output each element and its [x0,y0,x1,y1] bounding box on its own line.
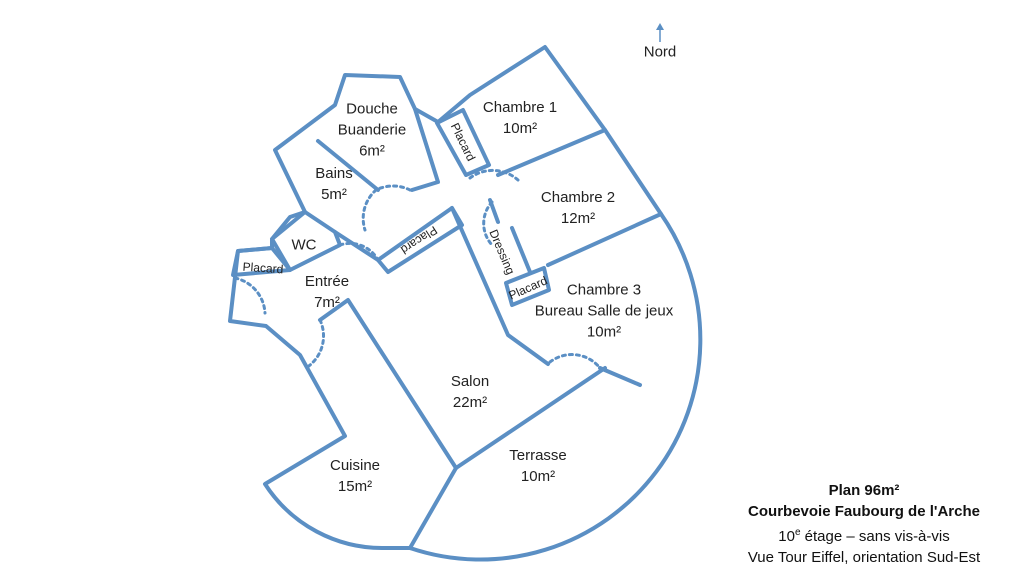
north-arrow-icon [656,23,664,42]
door-swing-douche [374,184,412,192]
wall-terrasse-cuisine [408,466,458,550]
room-cuisine-area: 15m² [337,478,373,495]
exterior-wall [228,45,703,562]
room-chambre1-label: Chambre 1 10m² [483,97,557,139]
room-salon-name: Salon [450,373,490,390]
placard-entree-label: Placard [242,259,284,277]
room-bains-area: 5m² [321,186,347,203]
room-chambre3-label: Chambre 3 Bureau Salle de jeux 10m² [535,280,673,343]
room-chambre3-subtitle: Bureau Salle de jeux [534,302,674,320]
room-chambre3-name: Chambre 3 [566,281,642,299]
room-douche-line2: Buanderie [337,121,407,139]
wall-chambre1-chambre2 [496,128,607,177]
wall-chambre3-terrasse [598,366,642,387]
door-swing-bains [361,188,378,232]
room-entree-area: 7m² [314,294,340,311]
room-bains-name: Bains [315,165,353,182]
plan-caption: Plan 96m² Courbevoie Faubourg de l'Arche… [718,480,1010,568]
caption-title: Plan 96m² [828,482,900,499]
room-cuisine-label: Cuisine 15m² [330,455,380,497]
door-swing-hall [338,241,380,262]
placard-chambre3-outline [504,266,551,307]
wall-corridor-salon [450,206,550,366]
room-chambre1-name: Chambre 1 [482,99,558,116]
door-swing-chambre2 [482,200,494,247]
wall-chambre2-chambre3 [546,212,663,267]
room-douche-line1: Douche [346,100,398,118]
caption-view: Vue Tour Eiffel, orientation Sud-Est [747,549,981,566]
dressing-outline [510,226,532,274]
room-entree-name: Entrée [304,273,350,290]
room-douche-area: 6m² [359,142,385,160]
room-terrasse-area: 10m² [520,468,556,485]
room-cuisine-name: Cuisine [329,457,381,474]
caption-address: Courbevoie Faubourg de l'Arche [748,503,980,520]
wall-bains-douche [316,139,380,192]
door-swing-entree [233,276,267,315]
north-label: Nord [643,43,677,61]
room-salon-area: 22m² [452,394,488,411]
room-wc-label: WC [292,235,317,256]
room-wc-name: WC [291,236,317,254]
caption-floor-rest: étage – sans vis-à-vis [800,528,950,545]
placard-hall-outline [376,206,464,274]
wall-bains-wc [333,230,380,262]
room-chambre2-area: 12m² [560,210,596,227]
placard-chambre1-outline [435,108,491,177]
door-swing-chambre1 [468,168,520,182]
room-terrasse-name: Terrasse [509,447,567,464]
wall-salon-terrasse [454,366,607,470]
door-swing-chambre3 [548,353,602,370]
wall-cuisine-salon [318,298,458,470]
door-swing-cuisine [304,318,325,370]
room-douche-label: Douche Buanderie 6m² [338,99,406,162]
room-chambre3-area: 10m² [586,323,622,341]
room-chambre2-name: Chambre 2 [540,189,616,206]
wall-douche-placard [410,107,440,192]
room-entree-label: Entrée 7m² [305,271,349,313]
placard-entree-outline [231,246,292,277]
caption-floor-number: 10 [778,528,795,545]
room-terrasse-label: Terrasse 10m² [509,445,567,487]
room-chambre1-area: 10m² [502,120,538,137]
caption-floor: 10e étage – sans vis-à-vis [718,522,1010,547]
room-salon-label: Salon 22m² [451,371,489,413]
room-chambre2-label: Chambre 2 12m² [541,187,615,229]
caption-floor-suffix: e [794,527,801,538]
room-bains-label: Bains 5m² [315,163,353,205]
